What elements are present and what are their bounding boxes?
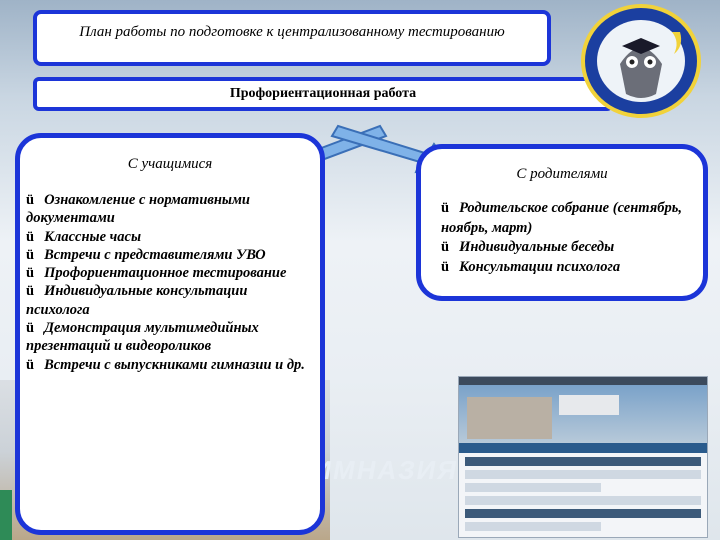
check-icon: ü <box>26 265 34 281</box>
students-title: С учащимися <box>20 156 320 173</box>
list-item-text: Профориентационное тестирование <box>44 265 286 281</box>
list-item-text: Встречи с представителями УВО <box>44 247 266 263</box>
parents-title: С родителями <box>421 166 703 183</box>
list-item-text: Консультации психолога <box>459 259 620 275</box>
list-item-text: Индивидуальные консультации психолога <box>26 283 247 317</box>
list-item: ü Классные часы <box>26 228 314 246</box>
school-logo-icon <box>580 2 702 120</box>
list-item-text: Встречи с выпускниками гимназии и др. <box>44 357 305 373</box>
section-title: Профориентационная работа <box>230 86 416 101</box>
list-item-text: Ознакомление с нормативными документами <box>26 192 250 226</box>
check-icon: ü <box>441 239 449 255</box>
website-row <box>465 509 701 518</box>
background-green-bar <box>0 490 12 540</box>
plan-title-box: План работы по подготовке к централизова… <box>33 10 551 66</box>
website-browser-bar <box>459 377 707 385</box>
website-row <box>465 457 701 466</box>
section-title-box: Профориентационная работа <box>33 77 613 111</box>
website-nav <box>459 443 707 453</box>
website-screenshot-image <box>458 376 708 538</box>
list-item: ü Встречи с выпускниками гимназии и др. <box>26 356 314 374</box>
check-icon: ü <box>26 192 34 208</box>
list-item-text: Демонстрация мультимедийных презентаций … <box>26 320 259 354</box>
list-item-text: Родительское собрание (сентябрь, ноябрь,… <box>441 200 682 236</box>
website-row <box>465 496 701 505</box>
plan-title: План работы по подготовке к централизова… <box>79 24 504 40</box>
check-icon: ü <box>441 259 449 275</box>
check-icon: ü <box>441 200 449 216</box>
list-item: ü Профориентационное тестирование <box>26 264 314 282</box>
check-icon: ü <box>26 357 34 373</box>
list-item-text: Классные часы <box>44 229 141 245</box>
check-icon: ü <box>26 247 34 263</box>
website-banner <box>459 385 707 443</box>
check-icon: ü <box>26 229 34 245</box>
check-icon: ü <box>26 320 34 336</box>
list-item: ü Консультации психолога <box>441 258 693 278</box>
website-row <box>465 522 601 531</box>
list-item: ü Встречи с представителями УВО <box>26 246 314 264</box>
website-row <box>465 470 701 479</box>
website-row <box>465 483 601 492</box>
list-item-text: Индивидуальные беседы <box>459 239 614 255</box>
list-item: ü Индивидуальные беседы <box>441 238 693 258</box>
check-icon: ü <box>26 283 34 299</box>
